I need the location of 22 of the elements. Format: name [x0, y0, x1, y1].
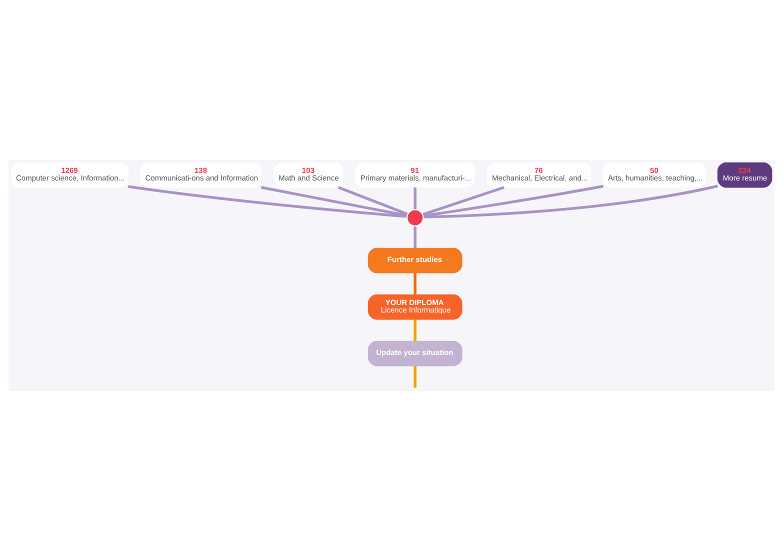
node-box: 91 Primary materials, manufacturi-... — [355, 162, 475, 188]
node-box: 138 Communicati-ons and Information — [140, 162, 262, 188]
connector — [424, 184, 718, 218]
connector — [414, 226, 416, 248]
connector — [260, 186, 407, 217]
node-box: 103 Math and Science — [274, 162, 344, 188]
node-box: 224 More resume — [717, 162, 772, 188]
connector — [414, 273, 416, 294]
node-box: YOUR DIPLOMA Licence Informatique — [368, 294, 462, 320]
connector — [422, 186, 505, 216]
node-box: Update your situation — [368, 340, 462, 366]
node-box: 76 Mechanical, Electrical, and... — [486, 162, 591, 188]
node-box: 1269 Computer science, Information... — [10, 162, 128, 188]
node-person — [406, 208, 425, 228]
connector — [414, 187, 416, 210]
connector — [128, 185, 407, 218]
node-box: Further studies — [368, 248, 462, 274]
connector — [414, 320, 416, 341]
connector — [414, 366, 416, 388]
connector — [338, 186, 408, 216]
connector — [423, 184, 604, 218]
node-box: 50 Arts, humanities, teaching,... — [602, 162, 706, 188]
